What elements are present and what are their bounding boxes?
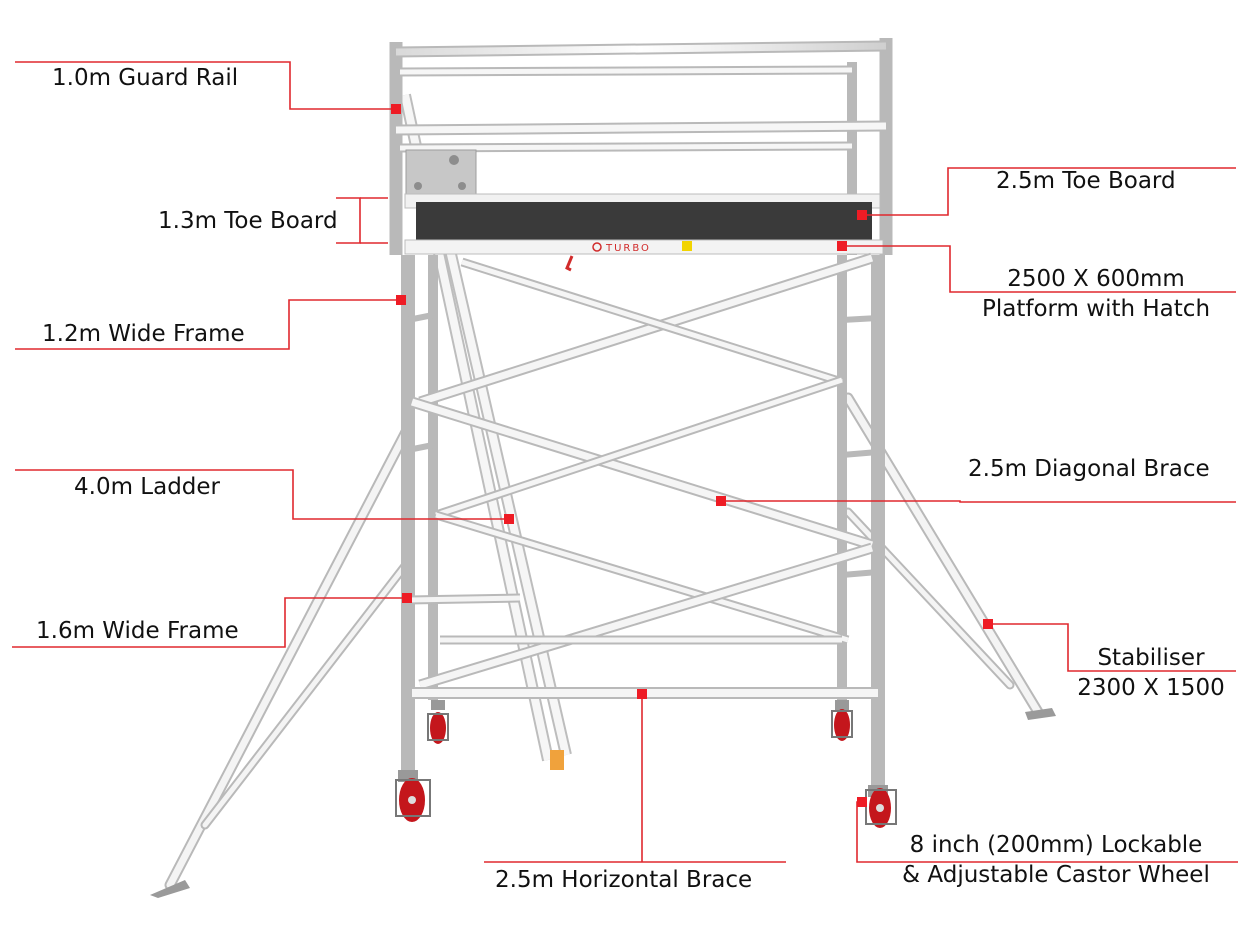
label-diagonal-brace: 2.5m Diagonal Brace	[968, 454, 1210, 484]
marker-diagonal-brace	[716, 496, 726, 506]
marker-guard-rail	[391, 104, 401, 114]
label-stabiliser-line2: 2300 X 1500	[1076, 673, 1226, 703]
label-ladder: 4.0m Ladder	[74, 472, 220, 502]
label-guard-rail: 1.0m Guard Rail	[52, 63, 238, 93]
castor-wheel-front-right	[866, 785, 896, 828]
label-stabiliser: Stabiliser 2300 X 1500	[1076, 643, 1226, 703]
stabiliser-foot-right	[1025, 708, 1056, 720]
label-horizontal-brace: 2.5m Horizontal Brace	[495, 865, 752, 895]
label-castor-line2: & Adjustable Castor Wheel	[876, 860, 1236, 890]
marker-wide-frame-12	[396, 295, 406, 305]
label-wide-frame-16: 1.6m Wide Frame	[36, 616, 239, 646]
label-platform: 2500 X 600mm Platform with Hatch	[965, 264, 1227, 324]
label-castor-line1: 8 inch (200mm) Lockable	[876, 830, 1236, 860]
label-platform-line1: 2500 X 600mm	[965, 264, 1227, 294]
platform-with-hatch: TURBO	[405, 194, 883, 270]
marker-stabiliser	[983, 619, 993, 629]
toe-board-side	[406, 150, 476, 200]
guard-rails	[396, 46, 886, 148]
toe-board-front	[416, 202, 872, 240]
ladder-foot	[550, 750, 564, 770]
label-wide-frame-12: 1.2m Wide Frame	[42, 319, 245, 349]
label-toe-board-short: 1.3m Toe Board	[158, 206, 338, 236]
marker-platform	[837, 241, 847, 251]
brand-logo: TURBO	[605, 243, 651, 254]
label-stabiliser-line1: Stabiliser	[1076, 643, 1226, 673]
label-toe-board-long: 2.5m Toe Board	[996, 166, 1176, 196]
label-castor: 8 inch (200mm) Lockable & Adjustable Cas…	[876, 830, 1236, 890]
marker-wide-frame-16	[402, 593, 412, 603]
label-platform-line2: Platform with Hatch	[965, 294, 1227, 324]
marker-ladder	[504, 514, 514, 524]
castor-wheel-front-left	[396, 770, 430, 822]
marker-toe-board-long	[857, 210, 867, 220]
castor-wheel-back-right	[832, 700, 852, 741]
marker-castor	[857, 797, 867, 807]
marker-horizontal-brace	[637, 689, 647, 699]
leader-diagonal-brace	[721, 501, 1236, 502]
bracket-toe-board-short	[336, 198, 360, 243]
castor-wheels	[396, 700, 896, 828]
castor-wheel-back-left	[428, 700, 448, 744]
